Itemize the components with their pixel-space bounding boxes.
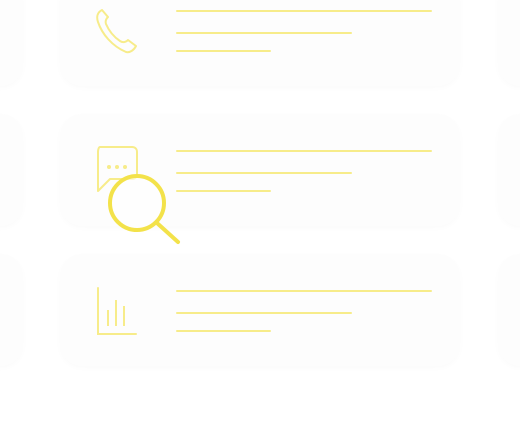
card-phone[interactable]: [60, 0, 460, 86]
text-line-3: [176, 330, 271, 332]
text-line-2: [176, 312, 352, 314]
text-line-2: [176, 32, 352, 34]
side-card-right-2: [498, 114, 520, 226]
bar-chart-icon: [97, 287, 137, 335]
side-card-left-2: [0, 114, 23, 226]
side-card-left-1: [0, 0, 23, 86]
side-card-right-1: [498, 0, 520, 86]
text-line-1: [176, 150, 432, 152]
side-card-right-3: [498, 254, 520, 366]
text-line-2: [176, 172, 352, 174]
magnifier-icon: [108, 174, 180, 244]
text-line-3: [176, 50, 271, 52]
card-chart[interactable]: [60, 254, 460, 366]
side-card-left-3: [0, 254, 23, 366]
text-line-1: [176, 10, 432, 12]
text-line-3: [176, 190, 271, 192]
phone-icon: [96, 9, 137, 54]
text-line-1: [176, 290, 432, 292]
